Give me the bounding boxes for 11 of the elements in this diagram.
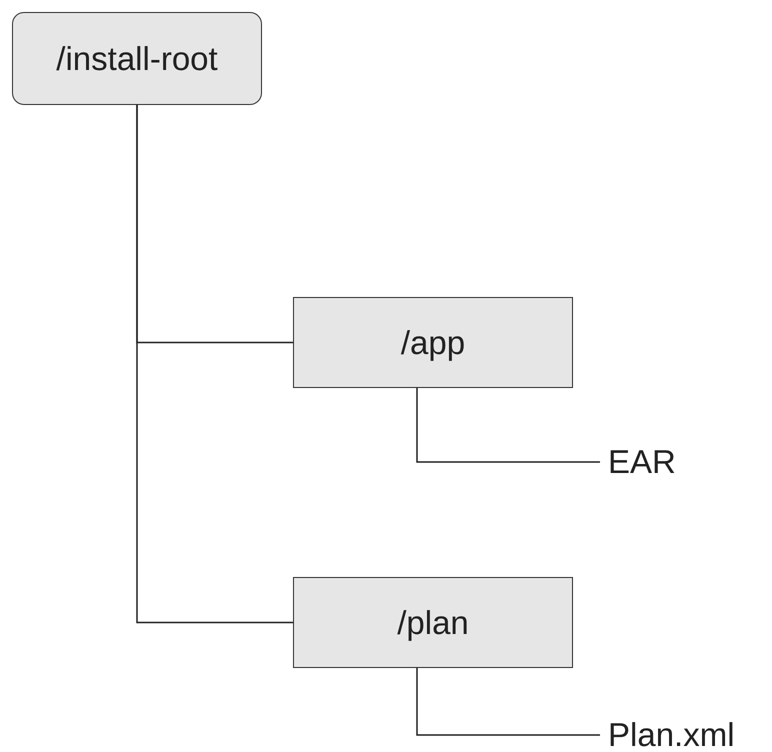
file-label: Plan.xml — [607, 716, 735, 752]
folder-box — [293, 577, 573, 668]
folder-name: /plan — [397, 604, 469, 642]
file-label: EAR — [607, 443, 676, 481]
connector-line — [136, 105, 293, 624]
connector-line — [416, 388, 600, 463]
folder-name: /install-root — [56, 40, 218, 78]
connector-line — [416, 668, 600, 736]
folder-name: /app — [400, 324, 466, 362]
folder-box — [12, 12, 262, 105]
folder-box — [293, 297, 573, 388]
